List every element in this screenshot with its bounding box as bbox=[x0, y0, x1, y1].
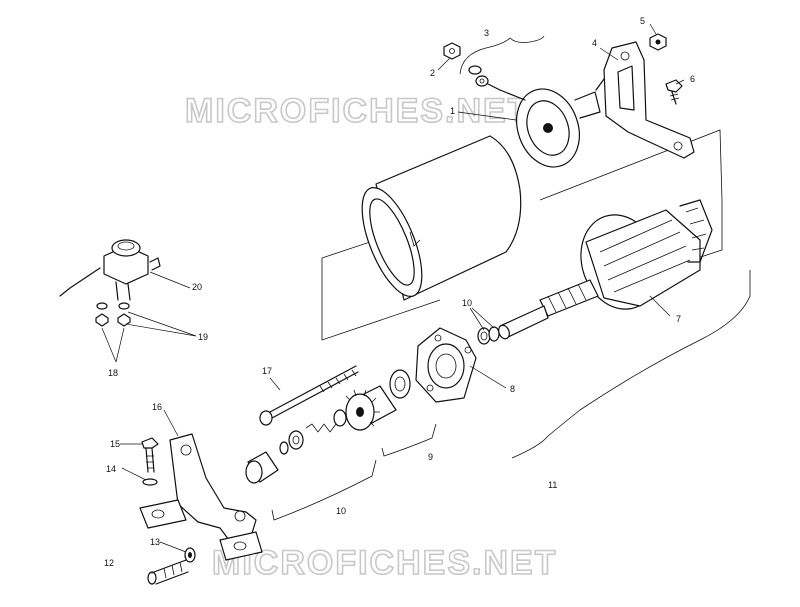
callout-19: 19 bbox=[198, 332, 208, 342]
nut-5 bbox=[649, 33, 667, 51]
brace-3 bbox=[459, 35, 545, 75]
washers-10 bbox=[477, 326, 500, 345]
callout-8: 8 bbox=[510, 384, 515, 394]
nuts-18-washers-19 bbox=[95, 302, 131, 327]
callout-6: 6 bbox=[690, 74, 695, 84]
callout-10-upper: 10 bbox=[462, 298, 472, 308]
callout-labels: 1 2 3 4 5 6 7 8 9 10 10 11 12 13 14 15 1… bbox=[104, 16, 695, 568]
watermark-top: MICROFICHES.NET bbox=[185, 92, 530, 130]
watermark-bottom: MICROFICHES.NET bbox=[212, 544, 557, 582]
callout-4: 4 bbox=[592, 38, 597, 48]
callout-20: 20 bbox=[192, 282, 202, 292]
callout-18: 18 bbox=[108, 368, 118, 378]
callout-14: 14 bbox=[106, 464, 116, 474]
through-bolt-17 bbox=[259, 365, 359, 426]
motor-housing bbox=[361, 135, 522, 301]
nut-2 bbox=[443, 42, 461, 60]
callout-11: 11 bbox=[548, 480, 557, 490]
brace-10 bbox=[271, 459, 377, 521]
lock-washer-13 bbox=[184, 547, 196, 563]
callout-5: 5 bbox=[640, 16, 645, 26]
brace-9 bbox=[381, 423, 437, 457]
callout-9: 9 bbox=[428, 452, 433, 462]
lower-bracket-16 bbox=[139, 433, 263, 561]
callout-10-lower: 10 bbox=[336, 506, 346, 516]
armature-7 bbox=[498, 199, 713, 340]
washer-14 bbox=[142, 478, 158, 486]
leader-lines bbox=[101, 23, 685, 574]
drive-gear-assembly-9 bbox=[245, 369, 411, 484]
bolt-12 bbox=[147, 559, 189, 585]
callout-15: 15 bbox=[110, 439, 120, 449]
callout-1: 1 bbox=[450, 106, 455, 116]
callout-13: 13 bbox=[150, 537, 160, 547]
callout-16: 16 bbox=[152, 402, 162, 412]
callout-12: 12 bbox=[104, 558, 114, 568]
drive-end-plate-8 bbox=[415, 327, 477, 403]
callout-2: 2 bbox=[430, 68, 435, 78]
mounting-bracket-4 bbox=[603, 41, 695, 159]
callout-3: 3 bbox=[484, 28, 489, 38]
callout-17: 17 bbox=[262, 366, 272, 376]
solenoid-20 bbox=[59, 239, 161, 301]
brace-11 bbox=[511, 270, 751, 459]
bolt-15 bbox=[141, 437, 159, 473]
callout-7: 7 bbox=[676, 314, 681, 324]
screw-6 bbox=[665, 79, 683, 105]
